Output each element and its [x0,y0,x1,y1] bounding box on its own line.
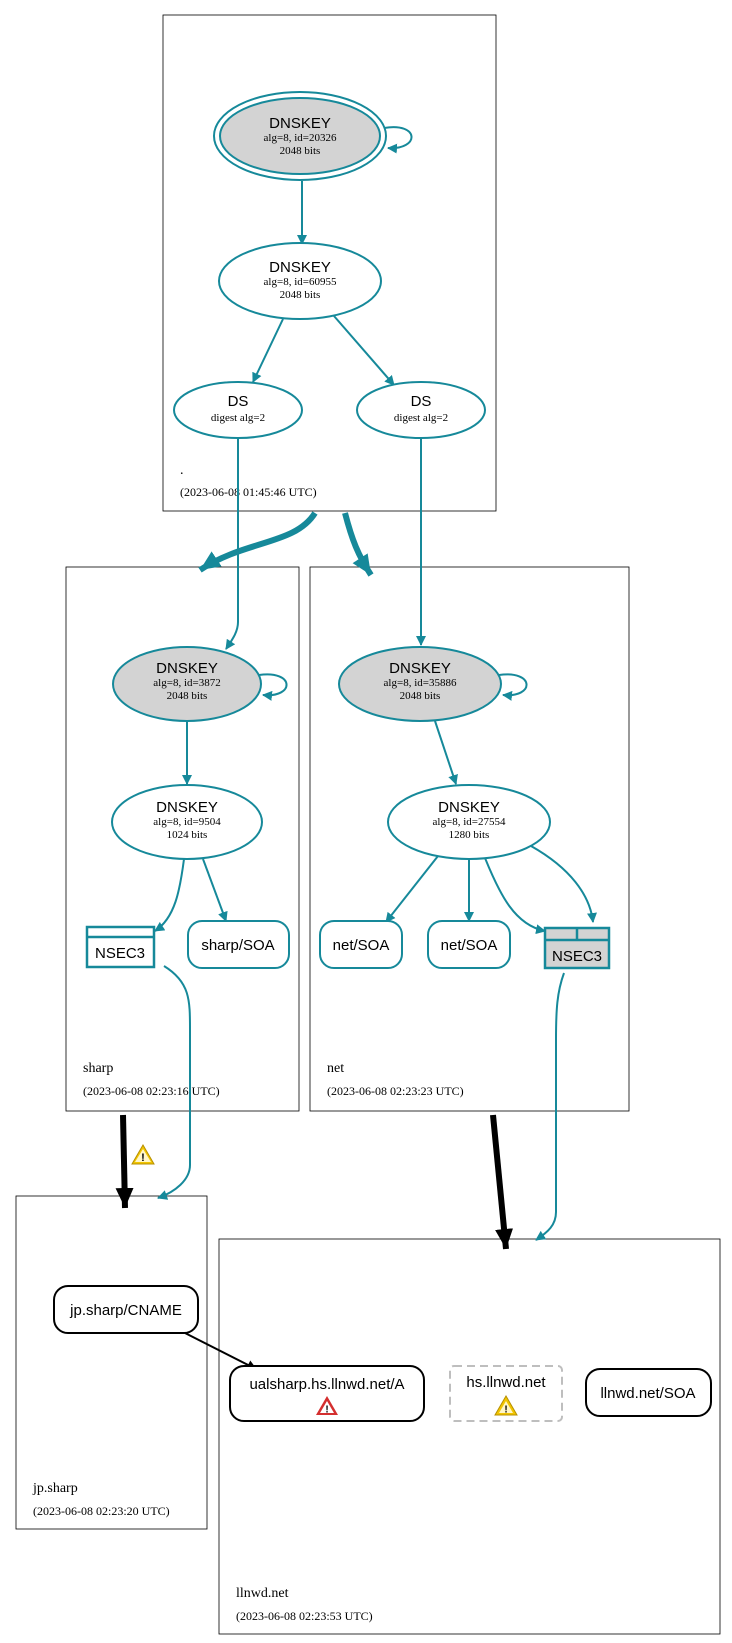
edge-cname-target [184,1332,257,1370]
rr-label: net/SOA [333,937,390,954]
node-bits: 2048 bits [167,690,208,702]
sharp-ksk-node[interactable]: DNSKEY alg=8, id=3872 2048 bits [112,646,262,722]
edge-delegation-jp-sharp [115,1114,134,1209]
zone-jp-sharp: jp.sharp (2023-06-08 02:23:20 UTC) [15,1195,208,1530]
node-title: DNSKEY [438,799,500,816]
ds-sharp-node[interactable]: DS digest alg=2 [173,381,303,439]
sharp-nsec3-node[interactable]: NSEC3 [85,925,156,969]
node-title: DNSKEY [269,259,331,276]
node-title: DNSKEY [156,799,218,816]
net-ksk-node[interactable]: DNSKEY alg=8, id=35886 2048 bits [338,646,502,722]
node-bits: 1024 bits [167,829,208,841]
edge-signs [252,318,284,383]
node-bits: 1280 bits [449,829,490,841]
edge-signs [202,858,228,922]
edge-ds-digest [225,437,239,650]
hs-llnwd-net-node[interactable]: hs.llnwd.net ! [449,1365,563,1422]
zone-name: sharp [83,1061,113,1076]
llnwd-soa-node[interactable]: llnwd.net/SOA [585,1368,712,1417]
zone-llnwd-net: llnwd.net (2023-06-08 02:23:53 UTC) [218,1238,721,1635]
ualsharp-a-node[interactable]: ualsharp.hs.llnwd.net/A ! [229,1365,425,1422]
nsec3-label: NSEC3 [552,948,602,965]
rr-label: jp.sharp/CNAME [69,1302,182,1319]
zone-sharp: sharp (2023-06-08 02:23:16 UTC) [65,566,300,1112]
edge-self-loop [383,126,413,154]
svg-text:!: ! [141,1152,145,1164]
root-ksk-node[interactable]: DNSKEY alg=8, id=20326 2048 bits [213,91,387,181]
sharp-soa-node[interactable]: sharp/SOA [187,920,290,969]
zone-timestamp: (2023-06-08 02:23:20 UTC) [33,1504,170,1518]
zone-root: . (2023-06-08 01:45:46 UTC) [162,14,497,512]
zone-timestamp: (2023-06-08 02:23:16 UTC) [83,1084,220,1098]
edge-nsec3-proof [535,972,565,1241]
rr-label: sharp/SOA [201,937,274,954]
edge-delegation-llnwd [490,1114,514,1250]
edge-delegation-sharp [198,511,318,573]
zone-name: . [180,463,184,478]
edge-nsec3-proof [157,965,191,1200]
zone-timestamp: (2023-06-08 02:23:23 UTC) [327,1084,464,1098]
net-soa-node[interactable]: net/SOA [427,920,511,969]
zone-name: jp.sharp [32,1481,78,1496]
zone-timestamp: (2023-06-08 02:23:53 UTC) [236,1609,373,1623]
edge-signs [530,845,597,923]
net-zsk-node[interactable]: DNSKEY alg=8, id=27554 1280 bits [387,784,551,860]
node-algorithm: alg=8, id=3872 [153,677,220,689]
rr-label: ualsharp.hs.llnwd.net/A [249,1376,404,1393]
sharp-zsk-node[interactable]: DNSKEY alg=8, id=9504 1024 bits [111,784,263,860]
node-title: DNSKEY [389,660,451,677]
nsec3-label: NSEC3 [95,945,145,962]
edge-self-loop [258,673,288,701]
rr-label: llnwd.net/SOA [600,1385,695,1402]
node-algorithm: alg=8, id=9504 [153,816,221,828]
node-digest: digest alg=2 [394,412,448,424]
edge-signs [434,720,458,785]
warning-icon: ! [131,1144,155,1165]
node-algorithm: alg=8, id=27554 [433,816,506,828]
zone-timestamp: (2023-06-08 01:45:46 UTC) [180,485,317,499]
node-digest: digest alg=2 [211,412,265,424]
node-title: DS [411,393,432,410]
rr-label: hs.llnwd.net [466,1374,546,1391]
node-bits: 2048 bits [280,145,321,157]
edge-self-loop [498,673,528,701]
edge-signs [154,858,185,932]
node-bits: 2048 bits [400,690,441,702]
node-algorithm: alg=8, id=35886 [384,677,457,689]
edge-signs [385,855,439,923]
node-title: DNSKEY [269,115,331,132]
zone-name: net [327,1061,344,1076]
svg-text:!: ! [325,1405,328,1416]
warning-icon: ! [494,1395,518,1416]
edge-delegation-net [342,512,374,577]
node-title: DNSKEY [156,660,218,677]
error-icon: ! [316,1396,338,1416]
node-bits: 2048 bits [280,289,321,301]
root-zsk-node[interactable]: DNSKEY alg=8, id=60955 2048 bits [218,242,382,320]
zone-net: net (2023-06-08 02:23:23 UTC) [309,566,630,1112]
jp-sharp-cname-node[interactable]: jp.sharp/CNAME [53,1285,199,1334]
net-soa-node[interactable]: net/SOA [319,920,403,969]
node-title: DS [228,393,249,410]
svg-text:!: ! [504,1405,507,1416]
edge-signs [484,857,546,935]
edge-signs [333,315,395,386]
node-algorithm: alg=8, id=20326 [264,132,337,144]
net-nsec3-node[interactable]: NSEC3 [543,926,611,970]
rr-label: net/SOA [441,937,498,954]
ds-net-node[interactable]: DS digest alg=2 [356,381,486,439]
zone-name: llnwd.net [236,1586,289,1601]
node-algorithm: alg=8, id=60955 [264,276,337,288]
